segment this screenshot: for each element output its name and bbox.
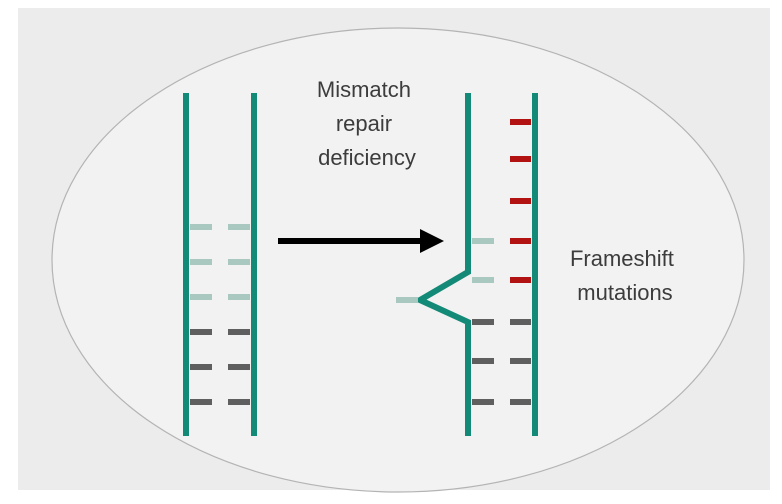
right-arrow-icon [278, 229, 444, 253]
mismatch-repair-label-line-2: repair [336, 111, 392, 136]
mutated-dna-strand-left [413, 93, 471, 436]
mismatch-repair-label-line-3: deficiency [318, 145, 416, 170]
cell-ellipse [51, 27, 745, 493]
frameshift-label: Frameshift mutations [570, 246, 680, 305]
mismatch-repair-label: Mismatch repair deficiency [317, 77, 417, 170]
mismatch-repair-label-line-1: Mismatch [317, 77, 411, 102]
frameshift-label-line-2: mutations [577, 280, 672, 305]
mutated-dna [396, 93, 538, 436]
frameshift-label-line-1: Frameshift [570, 246, 674, 271]
normal-dna [183, 93, 257, 436]
